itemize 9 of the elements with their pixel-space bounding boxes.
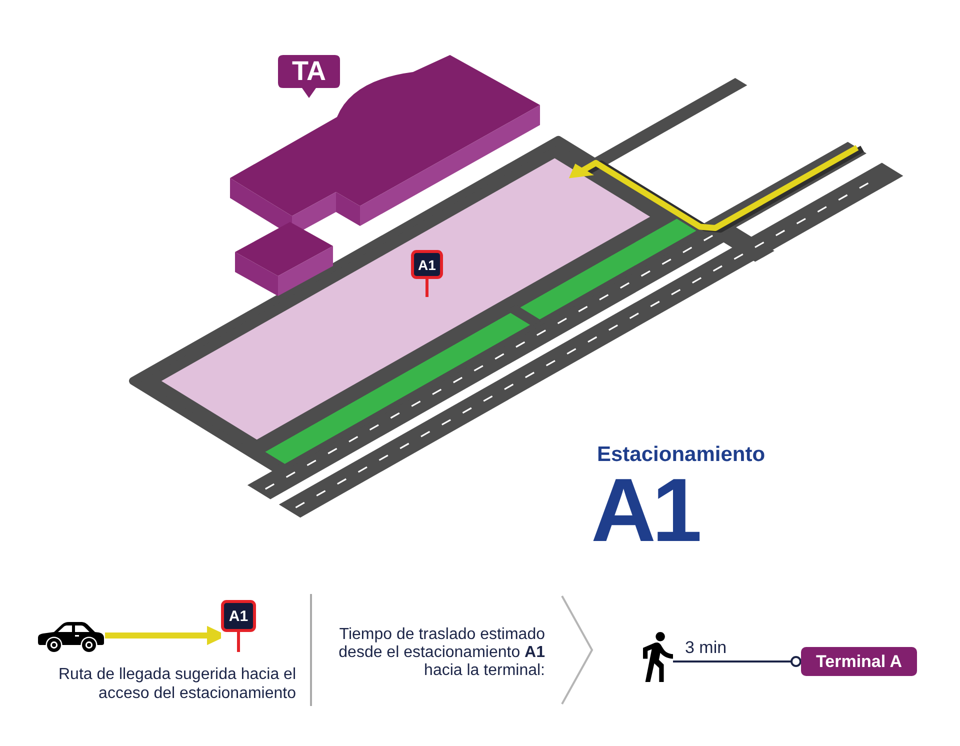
terminal-name-tag: Terminal A	[801, 647, 917, 676]
parking-code-heading: A1	[591, 466, 698, 556]
walking-person-icon	[643, 632, 673, 682]
terminal-map-pin: TA	[278, 55, 340, 98]
travel-time-note: Tiempo de traslado estimado desde el estacionamiento A1 hacia la terminal:	[338, 626, 545, 680]
car-icon	[37, 619, 105, 653]
connector-line	[673, 656, 802, 667]
legend-caption: Ruta de llegada sugerida hacia el acceso del estacionamiento	[58, 665, 296, 703]
parking-heading: Estacionamiento	[597, 442, 766, 468]
